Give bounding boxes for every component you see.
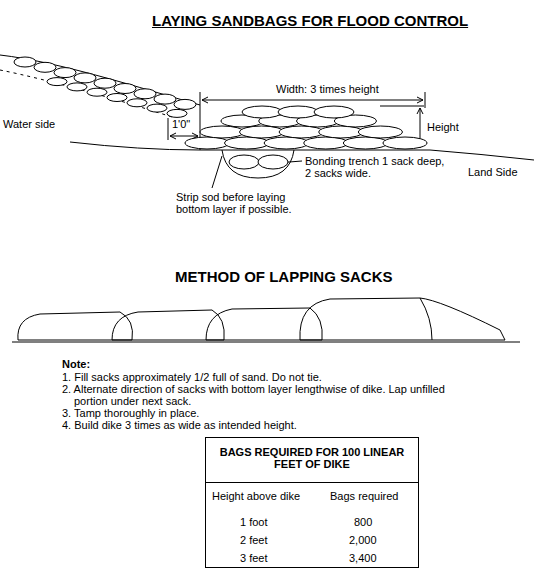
dimension-line [380,106,424,107]
table-cell: 3 feet [240,552,268,564]
arrowhead [202,97,423,103]
sandbag [94,78,116,88]
sandbag [134,89,156,99]
sandbag [112,310,224,340]
callout-text: Strip sod before laying bottom layer if … [176,191,304,215]
sandbag [319,126,363,138]
note-heading: Note: [62,358,90,370]
sandbag [14,57,36,67]
sandbag [114,84,136,94]
sandbag [206,308,322,340]
page-title: LAYING SANDBAGS FOR FLOOD CONTROL [152,12,468,30]
sandbag [300,298,505,340]
sandbag [264,137,308,149]
column-header: Bags required [330,490,399,502]
leader-line [212,156,222,188]
callout-text: Bonding trench 1 sack deep, 2 sacks wide… [305,155,445,179]
note-item: 4. Build dike 3 times as wide as intende… [62,419,297,431]
sandbag [200,126,244,138]
table-cell: 1 foot [240,516,268,528]
sandbag [383,137,427,149]
sandbag [185,137,229,149]
sandbag [279,126,323,138]
ground-line [12,342,520,343]
dimension-line [202,100,423,101]
dimension-line [170,136,198,137]
section-heading: METHOD OF LAPPING SACKS [175,268,393,286]
sandbag [147,104,167,112]
table-rule [206,482,418,483]
sandbag [154,94,176,104]
sandbag [74,73,96,83]
bonding-trench [222,150,294,178]
sandbag [87,88,107,96]
sandbag [242,106,282,118]
column-header: Height above dike [212,490,300,502]
sandbag [107,94,127,102]
side-label: Land Side [468,166,518,178]
note-item: 3. Tamp thoroughly in place. [62,407,199,419]
sandbag [54,68,76,78]
sandbag [304,137,348,149]
dimension-label: Width: 3 times height [276,83,379,95]
table-cell: 2 feet [240,534,268,546]
table-box: BAGS REQUIRED FOR 100 LINEAR FEET OF DIK… [205,437,419,568]
sandbag [229,155,259,169]
table-cell: 2,000 [349,534,377,546]
sandbag [127,99,147,107]
sandbag [314,106,354,118]
dimension-line [168,118,169,140]
table-header: BAGS REQUIRED FOR 100 LINEAR FEET OF DIK… [210,446,414,470]
sandbag [47,78,67,86]
sandbag [67,83,87,91]
sandbag [34,62,56,72]
dimension-label: 1'0" [172,118,190,130]
slope-line [0,70,175,118]
table-cell: 800 [354,516,372,528]
sandbag [174,99,196,109]
dimension-label: Height [427,121,459,133]
note-item: 2. Alternate direction of sacks with bot… [62,383,459,407]
sandbag [240,126,284,138]
dimension-line [425,92,426,108]
sandbag [167,109,187,117]
note-item: 1. Fill sacks approximately 1/2 full of … [62,371,322,383]
side-label: Water side [3,118,55,130]
sandbag [225,137,269,149]
sack-fold [420,298,432,340]
sandbag [258,155,288,169]
sandbag [278,106,318,118]
sandbag [343,137,387,149]
sandbag [358,126,402,138]
slope-line [0,55,200,105]
table-cell: 3,400 [349,552,377,564]
